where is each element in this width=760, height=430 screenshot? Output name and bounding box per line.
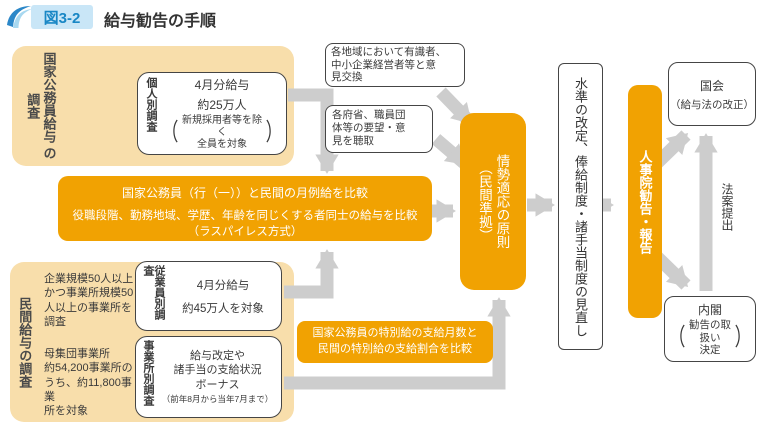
special-comparison-box: 国家公務員の特別給の支給月数と 民間の特別給の支給割合を比較 — [297, 321, 493, 363]
regional-hearing-box: 各地域において有識者、 中小企業経営者等と意 見交換 — [325, 43, 465, 87]
arrow-employee-to-monthly — [284, 249, 339, 299]
employee-survey-box: 従業員別調査 4月分給与 約45万人を対象 — [135, 261, 282, 331]
arrow-ministries-to-principle — [431, 134, 469, 168]
monthly-comparison-box: 国家公務員（行（一））と民間の月例給を比較 役職段階、勤務地域、学歴、年齢を同じ… — [58, 176, 432, 241]
paren-open: （ — [161, 119, 179, 146]
principle-box: 情勢適応の原則 （民間準拠） — [460, 113, 526, 290]
paren-close: ） — [265, 119, 283, 146]
cabinet-box-note: 勧告の取扱い 決定 — [689, 319, 731, 357]
establishment-survey-side-label: 事業所別調査 — [142, 340, 154, 406]
private-survey-scope-text: 企業規模50人以上 かつ事業所規模50 人以上の事業所を 調査 — [44, 273, 134, 328]
npa-recommendation-text: 人事院勧告・報告 — [637, 149, 653, 254]
figure-number-badge: 図3-2 — [31, 5, 93, 29]
national-survey-panel-label: 国家公務員給与 の調査 — [25, 52, 57, 160]
employee-survey-line1: 4月分給与 — [196, 279, 250, 292]
establishment-survey-box: 事業所別調査 給与改定や 諸手当の支給状況 ボーナス （前年8月から当年7月まで… — [135, 336, 282, 418]
establishment-survey-note: （前年8月から当年7月まで） — [161, 393, 274, 404]
revision-box: 水準の改定、俸給制度・諸手当制度の見直し — [558, 63, 603, 350]
monthly-comparison-line2: 役職段階、勤務地域、学歴、年齢を同じくする者同士の給与を比較 — [72, 210, 418, 222]
diet-box-subtitle: （給与法の改正） — [670, 98, 754, 111]
paren-close: ） — [734, 324, 752, 351]
diet-box: 国会 （給与法の改正） — [668, 62, 756, 126]
principle-box-text: 情勢適応の原則 （民間準拠） — [477, 154, 510, 249]
monthly-comparison-line1: 国家公務員（行（一））と民間の月例給を比較 — [121, 186, 368, 200]
revision-box-text: 水準の改定、俸給制度・諸手当制度の見直し — [573, 76, 588, 337]
arrow-individual-to-monthly — [288, 88, 339, 174]
individual-survey-line2: 約25万人 — [197, 98, 247, 112]
figure-header: 図3-2 給与勧告の手順 — [0, 0, 760, 34]
individual-survey-line1: 4月分給与 — [194, 78, 250, 92]
cabinet-box: 内閣 （ 勧告の取扱い 決定 ） — [664, 296, 756, 362]
npa-recommendation-box: 人事院勧告・報告 — [628, 85, 662, 318]
figure-swoosh-icon — [7, 6, 32, 28]
employee-survey-line2: 約45万人を対象 — [182, 302, 264, 315]
employee-survey-side-label: 従業員別調査 — [142, 265, 165, 320]
figure-title: 給与勧告の手順 — [104, 13, 217, 30]
individual-survey-note: 新規採用者等を除く 全員を対象 — [182, 115, 262, 150]
monthly-comparison-line3: （ラスパイレス方式） — [187, 226, 303, 238]
establishment-survey-lines: 給与改定や 諸手当の支給状況 ボーナス — [173, 350, 262, 391]
individual-survey-side-label: 個人別調査 — [145, 77, 157, 132]
individual-survey-box: 個人別調査 4月分給与 約25万人 （ 新規採用者等を除く 全員を対象 ） — [137, 72, 287, 155]
private-survey-population-text: 母集団事業所 約54,200事業所の うち、約11,800事業 所を対象 — [44, 348, 133, 418]
diet-box-title: 国会 — [699, 78, 724, 93]
paren-open: （ — [668, 324, 686, 351]
ministries-hearing-box: 各府省、職員団 体等の要望・意 見を聴取 — [325, 105, 433, 153]
bill-submission-label: 法案提出 — [720, 183, 734, 231]
private-survey-panel-label: 民間給与の調査 — [17, 296, 33, 388]
cabinet-box-title: 内閣 — [697, 303, 722, 318]
arrow-establishment-to-principle — [284, 297, 511, 390]
